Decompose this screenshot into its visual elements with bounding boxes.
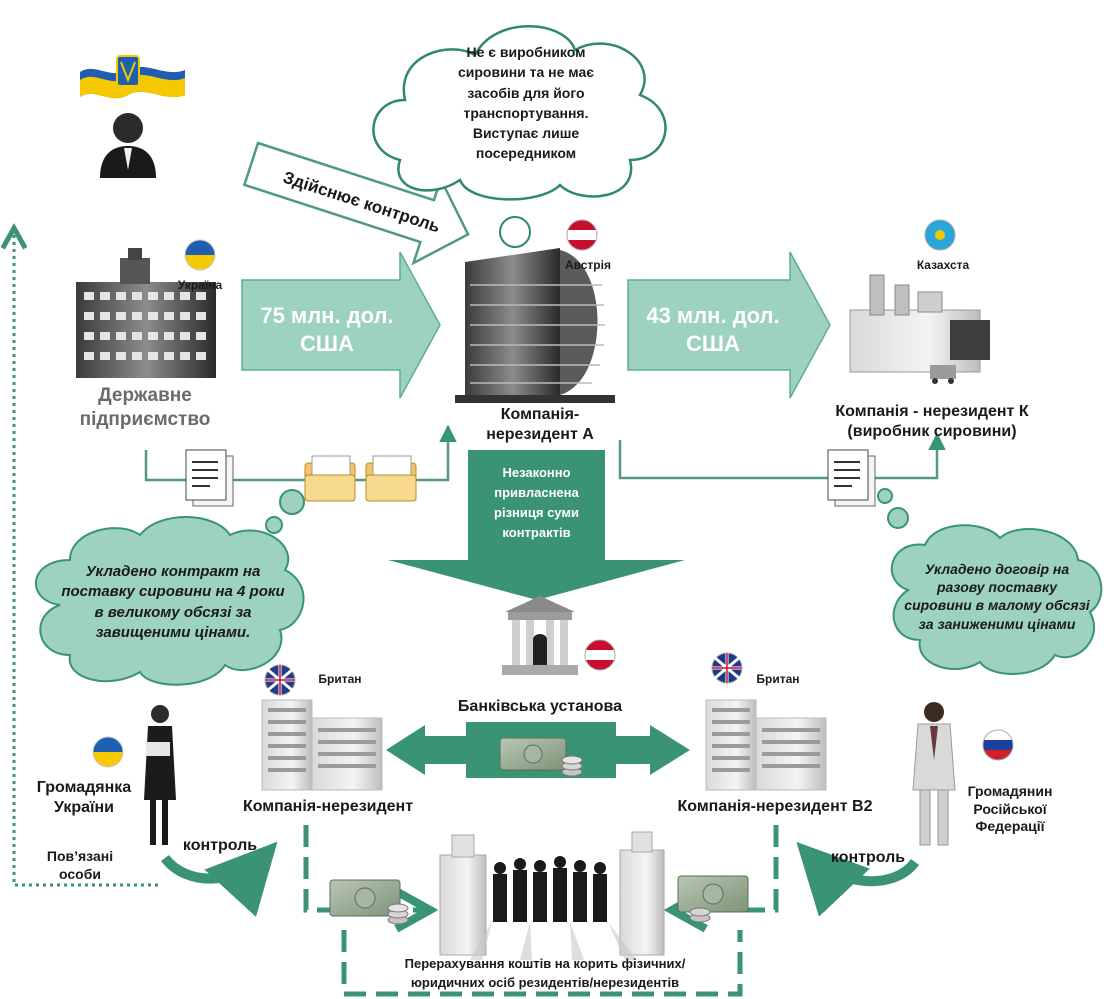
control-curve-right: [796, 841, 920, 917]
control-diagonal-arrow: [242, 141, 470, 266]
folder-icon: [304, 455, 356, 502]
citizen-woman-icon: [144, 705, 176, 845]
misappropriation-label: Незаконно привласнена різниця суми контр…: [494, 465, 579, 541]
contract-note-cloud-right: [877, 488, 1103, 675]
transfer-label: Перерахування коштів на корить фізичних/…: [404, 956, 686, 990]
company-a-label: Компанія-нерезидент А: [486, 406, 594, 443]
austria-flag-label: Австрія: [565, 258, 611, 272]
state-enterprise-label: Державне підприємство: [79, 385, 211, 430]
company-b2-label: Компанія-нерезидент В2: [677, 798, 873, 815]
control-curve-left: [160, 841, 278, 917]
payment-arrow-right: [627, 251, 831, 399]
company-a-building-icon: [455, 248, 615, 403]
beneficiaries-group-icon: [439, 831, 665, 960]
bank-label: Банківська установа: [457, 698, 623, 715]
right-amount-label: 43 млн. дол. США: [646, 303, 780, 356]
official-person-icon: [100, 113, 156, 178]
contract-note-cloud-left: [34, 489, 305, 686]
money-icon: [329, 879, 409, 925]
folder-icon: [365, 455, 417, 502]
left-cloud-text: Укладено контракт на поставку сировини н…: [61, 563, 285, 641]
money-icon: [499, 737, 583, 777]
ukraine-flag-label: Україна: [177, 278, 223, 292]
company-k-label: Компанія - нерезидент К (виробник сирови…: [835, 403, 1029, 440]
company-left-building-icon: [261, 699, 383, 791]
citizen-ua-label: Громадянка України: [36, 779, 132, 816]
citizen-ru-label: Громадянин Російської Федерації: [967, 783, 1053, 834]
britain-right-label: Британ: [756, 672, 800, 686]
money-icon: [677, 875, 749, 923]
control-left-label: контроль: [182, 837, 258, 854]
russia-flag-icon: [982, 729, 1014, 761]
payment-arrow-left: [241, 251, 441, 399]
misappropriation-arrow: [388, 450, 685, 600]
kazakhstan-flag-label: Казахста: [916, 258, 970, 272]
transfer-dashed-box: [341, 930, 743, 997]
ukraine-flag-icon: [92, 736, 124, 768]
left-amount-label: 75 млн. дол. США: [260, 303, 394, 356]
contract-line-left: [144, 424, 457, 482]
company-left-label: Компанія-нерезидент: [242, 798, 414, 815]
control-right-label: контроль: [830, 849, 906, 866]
bank-building-icon: [502, 596, 578, 675]
related-persons-label: Пов’язані особи: [46, 848, 114, 882]
top-cloud-text: Не є виробником сировини та не має засоб…: [457, 44, 594, 162]
factory-icon: [849, 274, 990, 384]
company-b2-building-icon: [705, 699, 827, 791]
austria-flag-icon: [566, 219, 598, 251]
related-persons-dotted-line: [14, 228, 158, 887]
contract-line-right: [618, 432, 946, 480]
contract-document-icon: [827, 449, 876, 507]
transfer-dashed-right: [672, 825, 779, 910]
contract-document-icon: [185, 449, 234, 507]
ukraine-flag-icon: [184, 239, 216, 271]
ukraine-emblem-icon: [80, 55, 185, 99]
right-cloud-text: Укладено договір на разову поставку сиро…: [904, 561, 1090, 632]
latvia-flag-icon: [584, 639, 616, 671]
citizen-man-icon: [912, 702, 956, 846]
britain-left-label: Британ: [318, 672, 362, 686]
state-enterprise-building-icon: [76, 248, 216, 378]
